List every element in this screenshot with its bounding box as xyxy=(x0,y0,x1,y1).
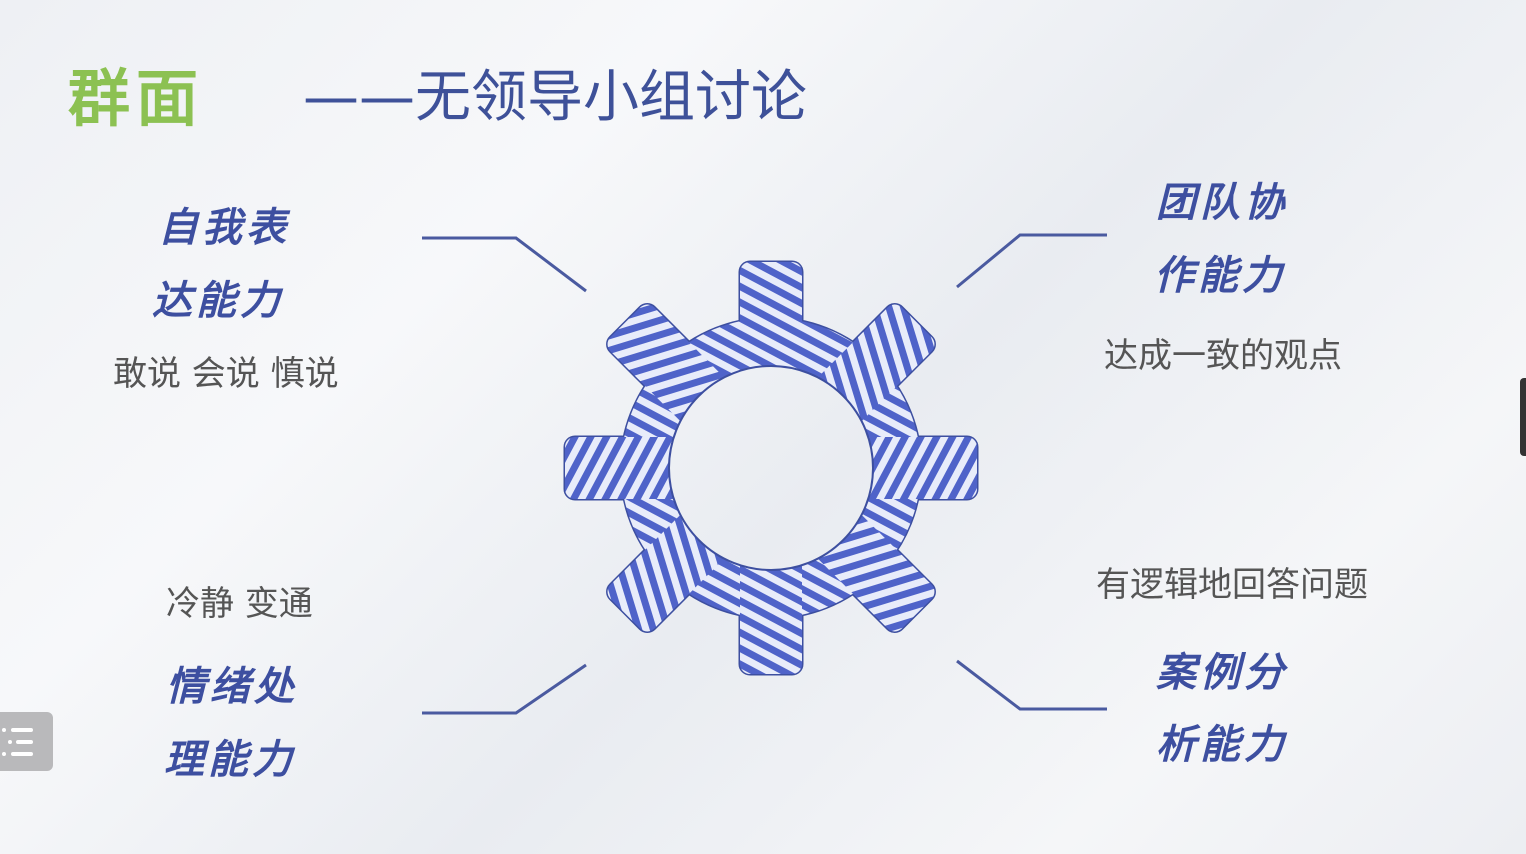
bottom-right-heading-2: 析能力 xyxy=(1156,722,1288,768)
top-right-heading-1: 团队协 xyxy=(1156,180,1288,226)
gear-icon xyxy=(563,260,979,676)
side-panel-handle[interactable] xyxy=(1520,378,1526,456)
connector-bottom-right xyxy=(956,659,1107,711)
top-left-heading-1: 自我表 xyxy=(158,205,290,251)
bottom-left-heading-1: 情绪处 xyxy=(166,664,298,710)
connector-top-right xyxy=(956,233,1107,289)
top-right-heading-2: 作能力 xyxy=(1154,253,1286,299)
top-right-detail: 达成一致的观点 xyxy=(1104,336,1342,376)
top-left-heading-2: 达能力 xyxy=(152,278,284,324)
bottom-left-heading-2: 理能力 xyxy=(164,737,296,783)
connector-top-left xyxy=(422,236,587,293)
page-title: ——无领导小组讨论 xyxy=(303,65,807,130)
connector-bottom-left xyxy=(422,663,587,715)
bottom-right-detail: 有逻辑地回答问题 xyxy=(1096,565,1368,605)
title-highlight: 群面 xyxy=(68,62,205,135)
outline-toggle-button[interactable] xyxy=(0,712,53,771)
top-left-detail: 敢说 会说 慎说 xyxy=(113,354,339,394)
bottom-right-heading-1: 案例分 xyxy=(1156,650,1288,696)
bottom-left-detail: 冷静 变通 xyxy=(166,584,313,624)
